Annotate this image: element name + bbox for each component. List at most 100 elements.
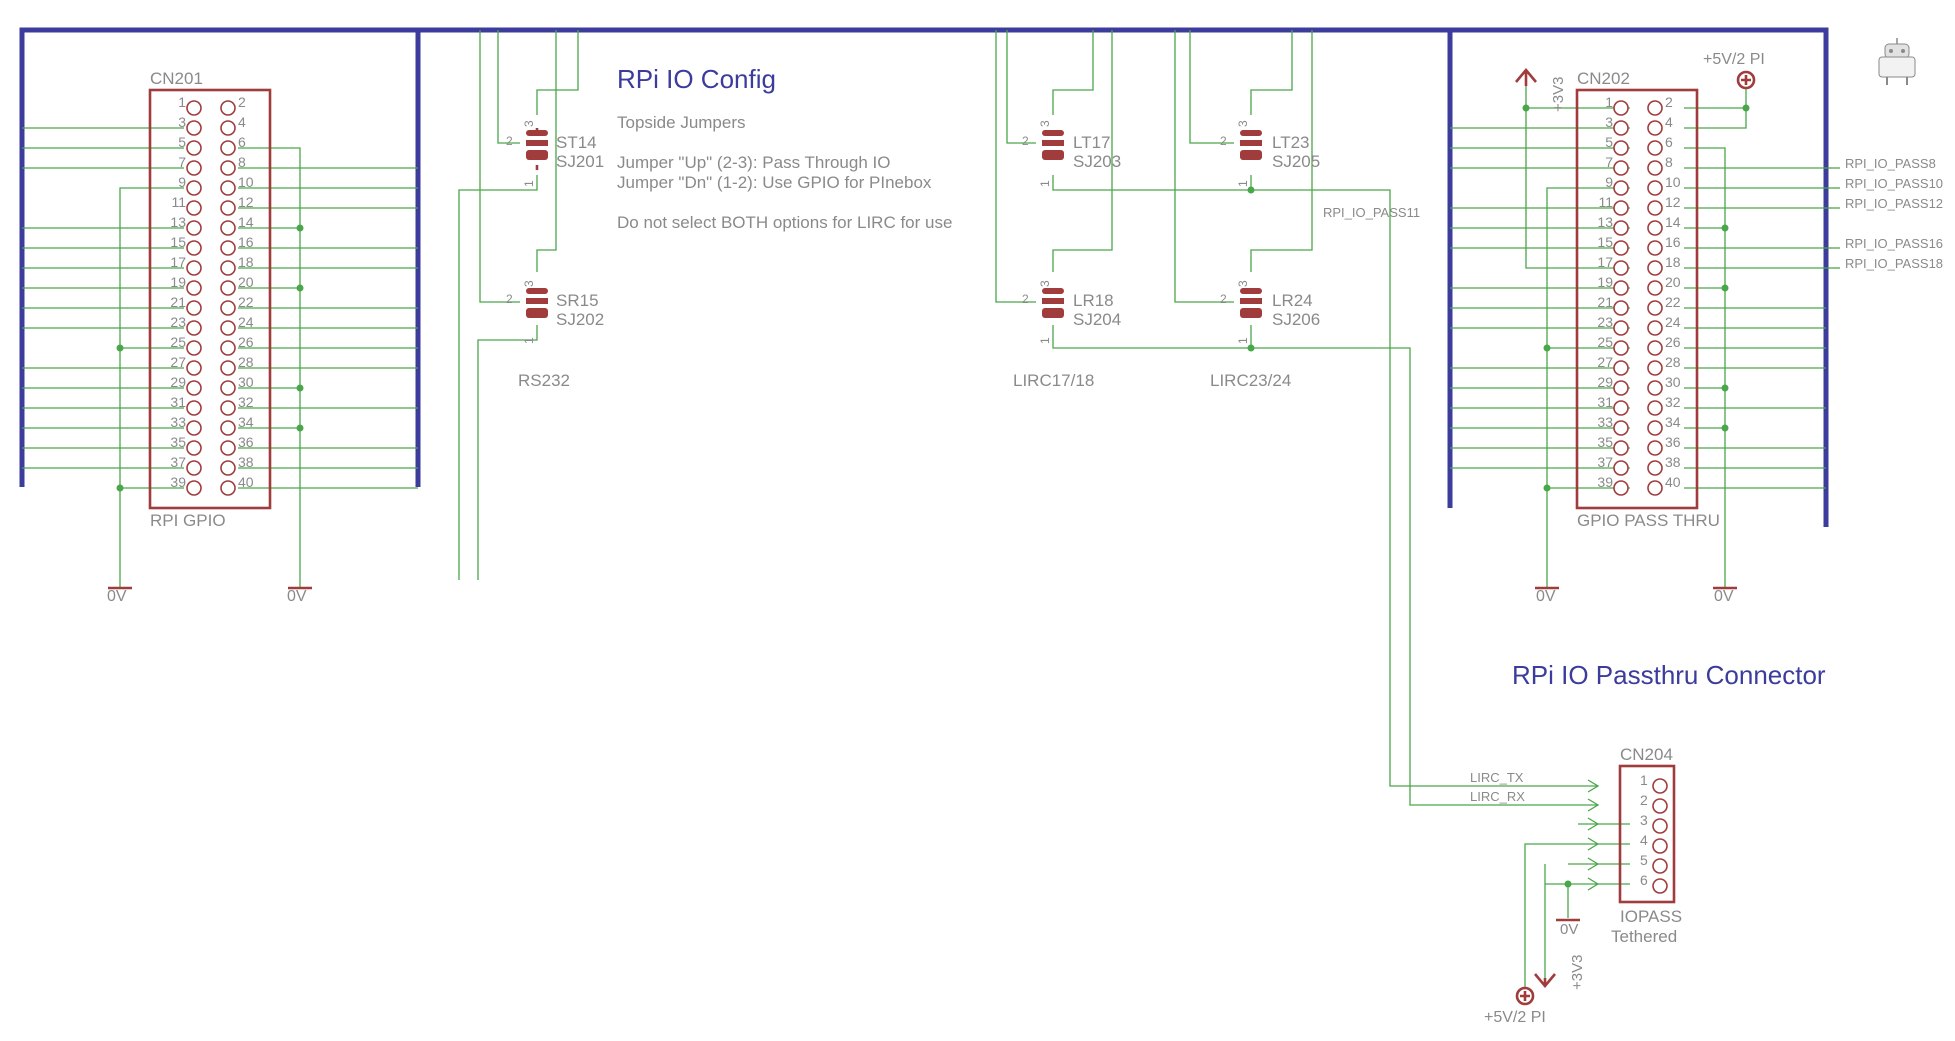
cn202-ref: CN202 [1577,69,1630,88]
pin-number: 3 [178,114,186,130]
pin-number: 27 [170,354,186,370]
pin-number: 34 [1665,414,1681,430]
pin-pad [1613,420,1629,436]
pin-number: 33 [1597,414,1613,430]
pin-number: 28 [1665,354,1681,370]
pin-pad [1647,120,1663,136]
net-label: RPI_IO_PASS18 [1845,256,1943,271]
pin-pad [220,280,236,296]
pin-number: 21 [1597,294,1613,310]
svg-text:2: 2 [1022,134,1029,148]
pin-number: 3 [1640,812,1648,828]
net-label: RPI_IO_PASS8 [1845,156,1936,171]
pin-pad [1647,460,1663,476]
pin-pad [1647,100,1663,116]
pin-number: 11 [171,194,186,210]
pin-pad [1613,340,1629,356]
pin-pad [1647,260,1663,276]
svg-text:SJ201: SJ201 [556,152,604,171]
svg-text:1: 1 [522,180,536,187]
pin-number: 2 [1640,792,1648,808]
cn202-pins: 1357911131517192123252729313335373924681… [1597,94,1681,496]
pin-number: 1 [178,94,186,110]
pin-number: 29 [170,374,186,390]
svg-text:1: 1 [1038,337,1052,344]
pin-pad [1613,180,1629,196]
jumper-up-note: Jumper "Up" (2-3): Pass Through IO [617,153,890,172]
pin-number: 21 [170,294,186,310]
pin-number: 25 [1597,334,1613,350]
pin-pad [1647,300,1663,316]
pin-pad [186,340,202,356]
cn204-value2: Tethered [1611,927,1677,946]
cn202-value: GPIO PASS THRU [1577,511,1720,530]
pin-number: 1 [1640,772,1648,788]
config-title: RPi IO Config [617,64,776,94]
pin-pad [1613,120,1629,136]
pin-pad [1647,180,1663,196]
gnd-label: 0V [1536,588,1556,605]
pin-pad [1652,798,1668,814]
pin-number: 30 [1665,374,1681,390]
pin-number: 10 [238,174,254,190]
gnd-label: 0V [287,588,307,605]
pin-pad [1647,320,1663,336]
cn204-value: IOPASS [1620,907,1682,926]
pin-pad [220,220,236,236]
pin-pad [186,280,202,296]
pin-pad [1613,160,1629,176]
pin-pad [220,180,236,196]
pin-pad [1647,380,1663,396]
pin-number: 15 [1597,234,1613,250]
pin-number: 38 [1665,454,1681,470]
pin-pad [1652,838,1668,854]
net-label: RPI_IO_PASS10 [1845,176,1943,191]
pass-net-labels: RPI_IO_PASS8 RPI_IO_PASS10 RPI_IO_PASS12… [1845,156,1943,271]
pin-number: 26 [1665,334,1681,350]
jumper-sj206: 2 3 1 LR24 SJ206 [1220,280,1320,344]
pin-number: 24 [238,314,254,330]
pin-pad [1613,400,1629,416]
pin-number: 17 [170,254,186,270]
pin-number: 15 [170,234,186,250]
pin-pad [220,320,236,336]
gnd-label: 0V [1560,921,1578,938]
pin-number: 7 [1605,154,1613,170]
pin-number: 4 [1665,114,1673,130]
pin-number: 7 [178,154,186,170]
pin-pad [186,100,202,116]
pin-number: 26 [238,334,254,350]
pin-number: 20 [1665,274,1681,290]
pin-pad [1613,280,1629,296]
pin-pad [1647,420,1663,436]
pin-number: 6 [1665,134,1673,150]
pin-number: 4 [238,114,246,130]
pin-pad [186,160,202,176]
pin-pad [1647,240,1663,256]
pin-pad [186,120,202,136]
pin-pad [1647,440,1663,456]
pin-pad [186,200,202,216]
lirc-nets [995,30,1598,806]
pin-number: 38 [238,454,254,470]
pin-number: 35 [1597,434,1613,450]
pin-number: 16 [1665,234,1681,250]
pin-number: 13 [170,214,186,230]
pin-number: 16 [238,234,254,250]
pin-pad [186,240,202,256]
cn201-pins: 1357911131517192123252729313335373924681… [170,94,254,496]
pin-number: 8 [238,154,246,170]
config-notes: RPi IO Config Topside Jumpers Jumper "Up… [518,64,1420,390]
svg-text:LR18: LR18 [1073,291,1114,310]
svg-text:2: 2 [1022,292,1029,306]
svg-text:2: 2 [506,134,513,148]
pin-number: 1 [1605,94,1613,110]
pin-number: 34 [238,414,254,430]
svg-text:2: 2 [1220,292,1227,306]
jumper-sj201: 2 3 1 ST14 SJ201 [506,120,604,187]
svg-text:2: 2 [1220,134,1227,148]
pin-number: 8 [1665,154,1673,170]
pin-pad [1647,160,1663,176]
jumper-sj203: 2 3 1 LT17 SJ203 [1022,120,1121,187]
pin-pad [1613,260,1629,276]
